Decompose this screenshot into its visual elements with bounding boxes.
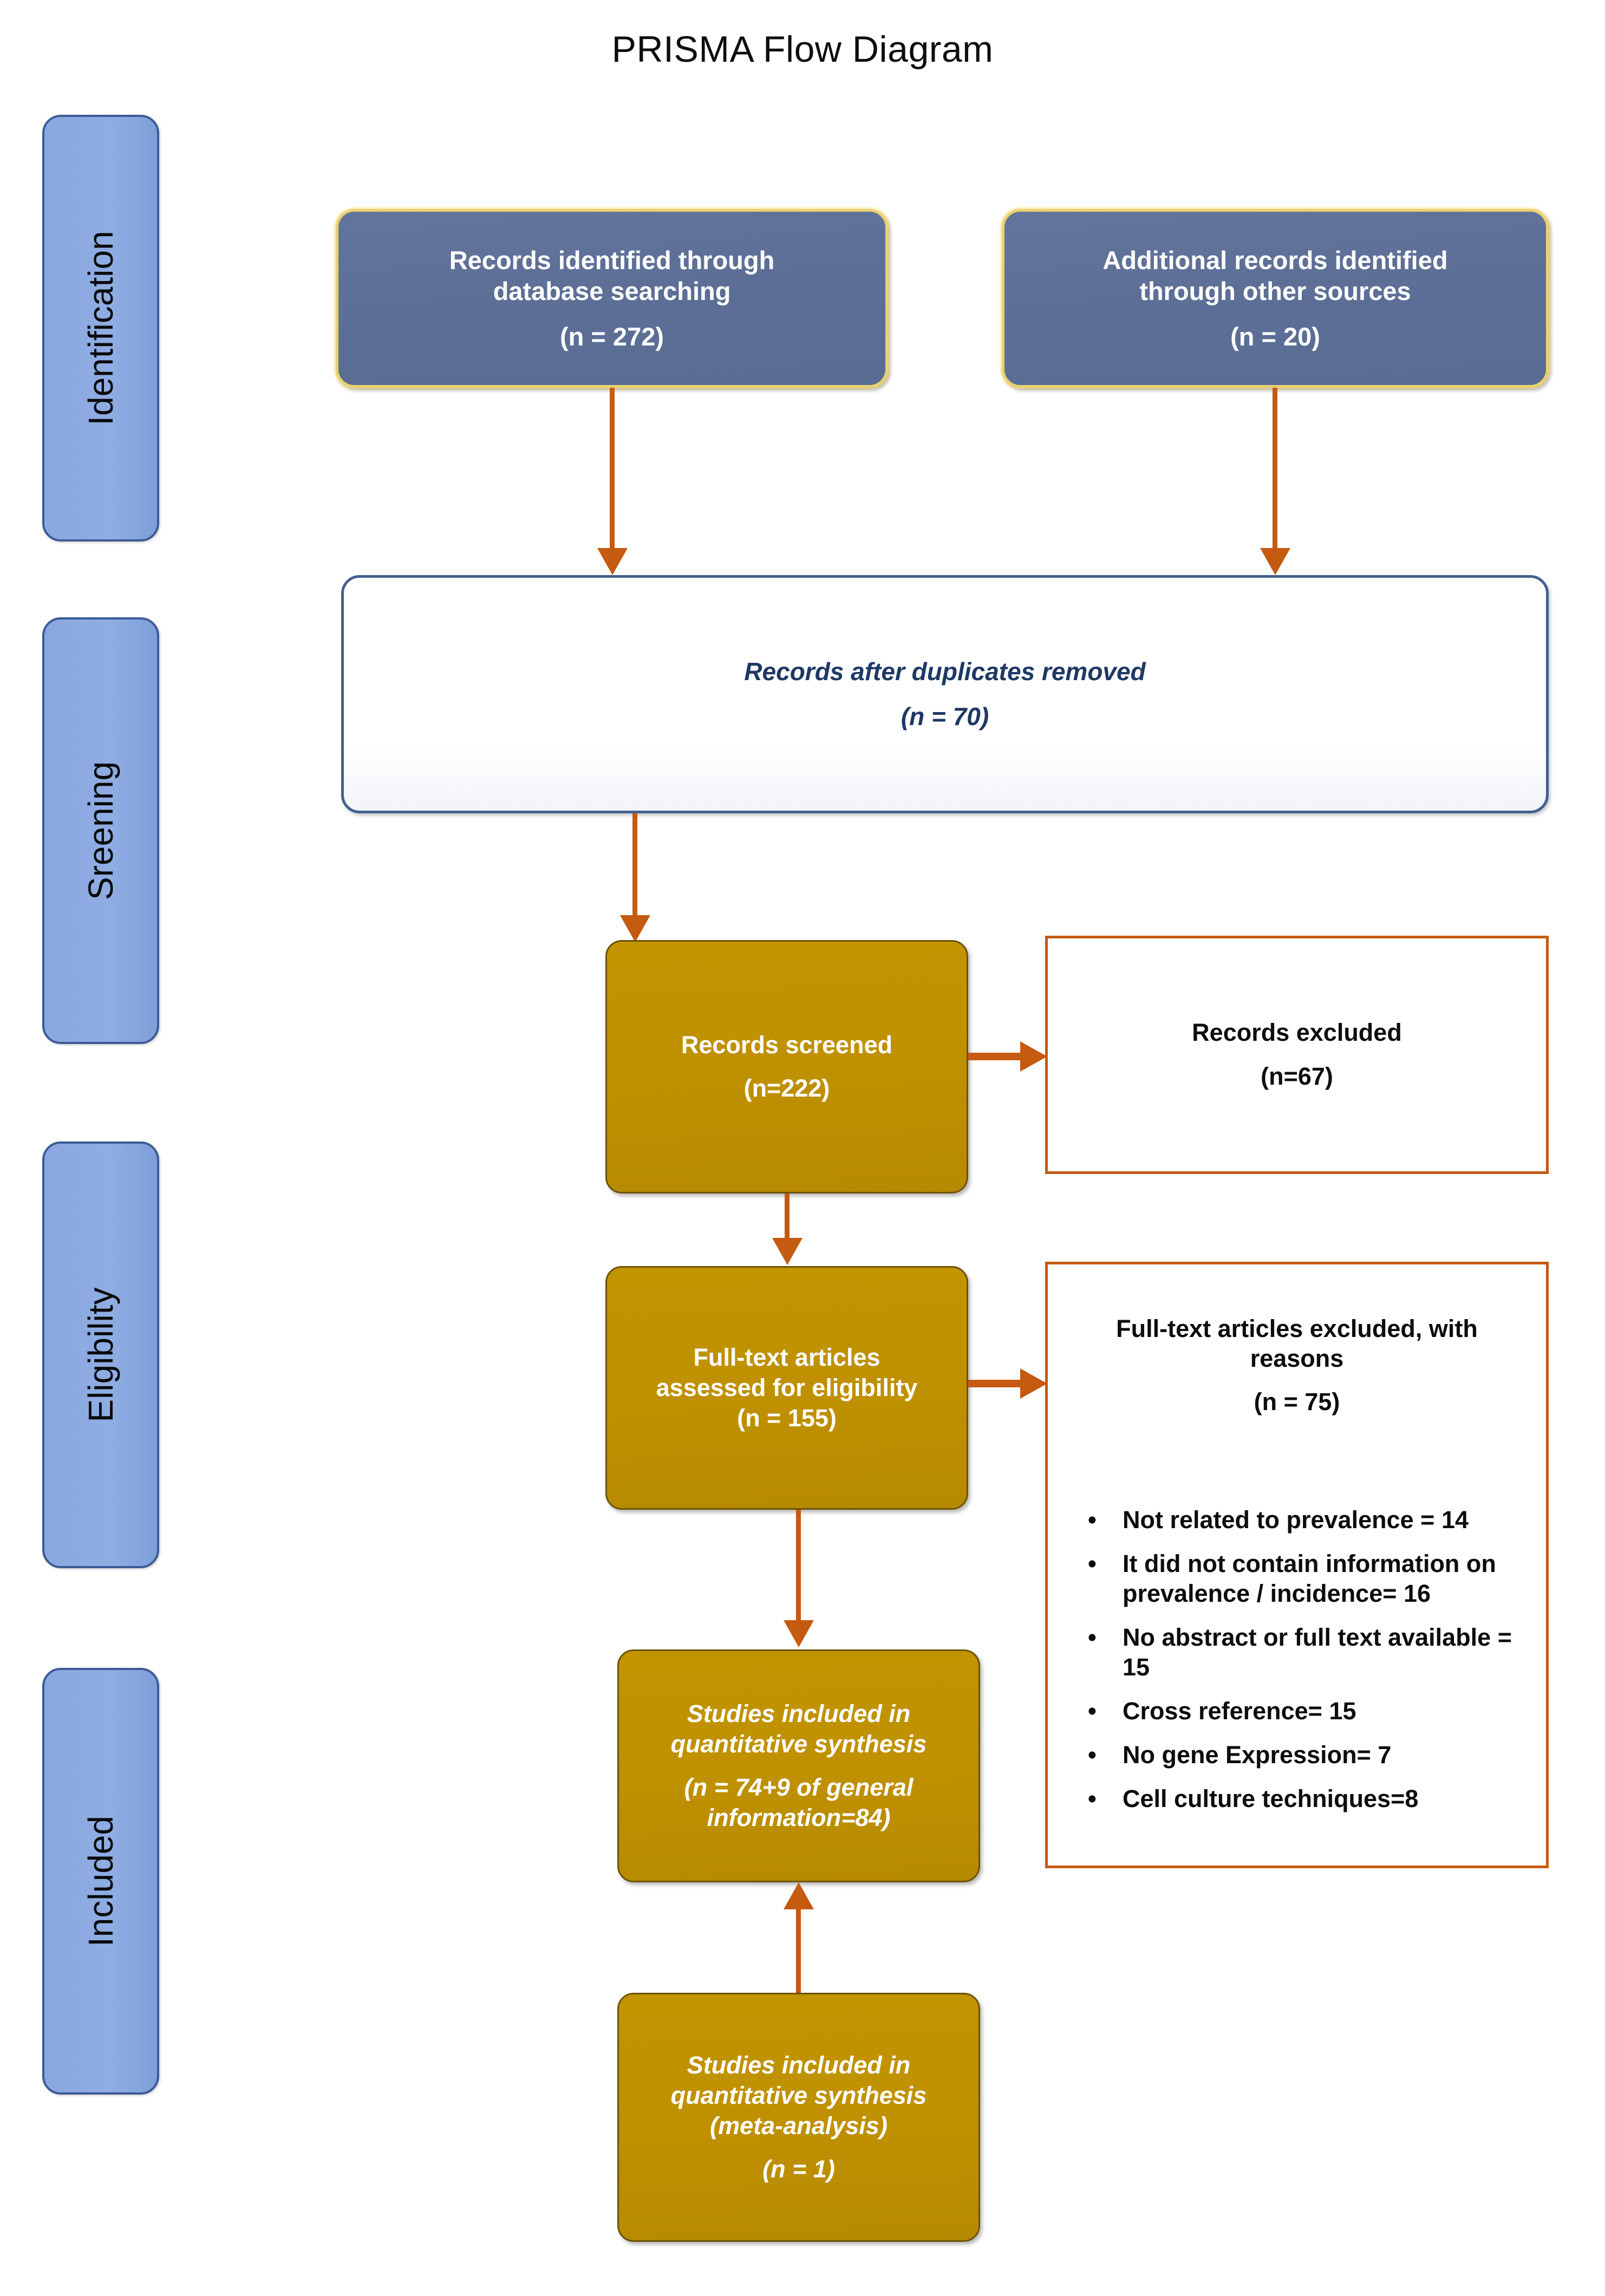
node-other-sources-line1: Additional records identified [1102,246,1448,275]
list-item-label: Cell culture techniques=8 [1123,1784,1419,1812]
arrowhead-screened-to-records-excluded [1020,1041,1047,1072]
stage-label-included: Included [42,1668,159,2095]
arrowhead-db-search-to-duplicates [597,548,628,575]
node-included-quant-line1: Studies included in [687,1700,911,1728]
connector-meta-to-included [796,1907,801,1993]
arrowhead-meta-to-included [784,1882,814,1909]
node-rec-excluded-line1: Records excluded [1192,1019,1402,1047]
node-fulltext-assessed-eligibility: Full-text articles assessed for eligibil… [605,1266,968,1510]
node-fulltext-line1: Full-text articles [693,1343,880,1372]
node-rec-excluded-count: (n=67) [1261,1062,1333,1091]
bullet-icon: • [1088,1784,1097,1812]
list-item-label: No gene Expression= 7 [1123,1740,1392,1769]
node-meta-line1: Studies included in [687,2051,911,2079]
list-item: • Not related to prevalence = 14 [1084,1505,1524,1535]
stage-label-identification: Identification [42,115,159,542]
bullet-icon: • [1088,1623,1097,1652]
node-records-screened: Records screened (n=222) [605,940,968,1193]
list-item: • Cell culture techniques=8 [1084,1784,1524,1814]
node-ft-excluded-count: (n = 75) [1254,1387,1340,1416]
node-meta-line3: (meta-analysis) [710,2111,888,2140]
node-included-quant-count-line2: information=84) [707,1804,891,1832]
arrowhead-other-sources-to-duplicates [1260,548,1290,575]
node-db-search-line2: database searching [493,277,731,306]
node-db-search-line1: Records identified through [449,246,775,275]
node-included-quant-count-line1: (n = 74+9 of general [684,1773,914,1802]
bullet-icon: • [1088,1550,1097,1578]
node-other-sources-line2: through other sources [1139,277,1411,306]
connector-fulltext-to-ft-excluded [968,1380,1021,1387]
node-included-quant-line2: quantitative synthesis [670,1730,927,1758]
node-fulltext-excluded-with-reasons: Full-text articles excluded, with reason… [1045,1262,1549,1868]
bullet-icon: • [1088,1506,1097,1534]
connector-other-sources-to-duplicates [1273,388,1277,550]
stage-label-eligibility-text: Eligibility [81,1287,120,1423]
connector-duplicates-to-screened [632,813,637,917]
node-screened-count: (n=222) [743,1074,830,1103]
node-additional-records-other-sources: Additional records identified through ot… [1002,209,1549,388]
node-studies-included-meta-analysis: Studies included in quantitative synthes… [617,1993,980,2242]
stage-label-included-text: Included [81,1816,120,1947]
connector-screened-to-fulltext [785,1193,790,1240]
list-item: • Cross reference= 15 [1084,1697,1524,1726]
list-item-label: It did not contain information on preval… [1123,1550,1496,1608]
list-item-label: Not related to prevalence = 14 [1123,1506,1469,1534]
node-other-sources-count: (n = 20) [1230,322,1320,351]
stage-label-screening-text: Sreening [81,761,120,901]
arrowhead-duplicates-to-screened [620,915,650,942]
stage-label-identification-text: Identification [81,231,120,426]
arrowhead-fulltext-to-ft-excluded [1020,1368,1047,1399]
connector-fulltext-to-included [796,1510,801,1622]
spacer [1074,1374,1520,1387]
connector-db-search-to-duplicates [610,388,615,550]
node-fulltext-line2: assessed for eligibility [656,1374,918,1402]
node-ft-excluded-header: Full-text articles excluded, with reason… [1048,1264,1546,1417]
page-title: PRISMA Flow Diagram [611,29,994,70]
node-records-identified-database: Records identified through database sear… [336,209,888,388]
node-records-excluded: Records excluded (n=67) [1045,936,1549,1174]
node-ft-excluded-line1: Full-text articles excluded, with [1116,1315,1478,1342]
node-duplicates-line1: Records after duplicates removed [744,657,1146,686]
node-meta-count: (n = 1) [762,2155,835,2183]
node-ft-excluded-line2: reasons [1250,1344,1344,1372]
bullet-icon: • [1088,1740,1097,1769]
arrowhead-screened-to-fulltext [772,1238,802,1265]
list-item-label: Cross reference= 15 [1123,1697,1356,1725]
stage-label-screening: Sreening [42,617,159,1044]
list-item: • No abstract or full text available = 1… [1084,1623,1524,1682]
arrowhead-fulltext-to-included [784,1620,814,1647]
node-screened-line1: Records screened [681,1030,893,1059]
exclusion-reason-list: • Not related to prevalence = 14 • It di… [1048,1417,1546,1814]
node-records-after-duplicates-removed: Records after duplicates removed (n = 70… [341,575,1549,813]
list-item-label: No abstract or full text available = 15 [1123,1623,1512,1681]
node-meta-line2: quantitative synthesis [670,2081,927,2109]
node-studies-included-quantitative-synthesis: Studies included in quantitative synthes… [617,1649,980,1882]
stage-label-eligibility: Eligibility [42,1142,159,1568]
node-duplicates-count: (n = 70) [901,702,989,730]
connector-screened-to-records-excluded [968,1053,1021,1060]
bullet-icon: • [1088,1697,1097,1725]
node-db-search-count: (n = 272) [560,322,664,351]
list-item: • It did not contain information on prev… [1084,1549,1524,1609]
node-fulltext-count: (n = 155) [737,1404,837,1432]
list-item: • No gene Expression= 7 [1084,1740,1524,1770]
